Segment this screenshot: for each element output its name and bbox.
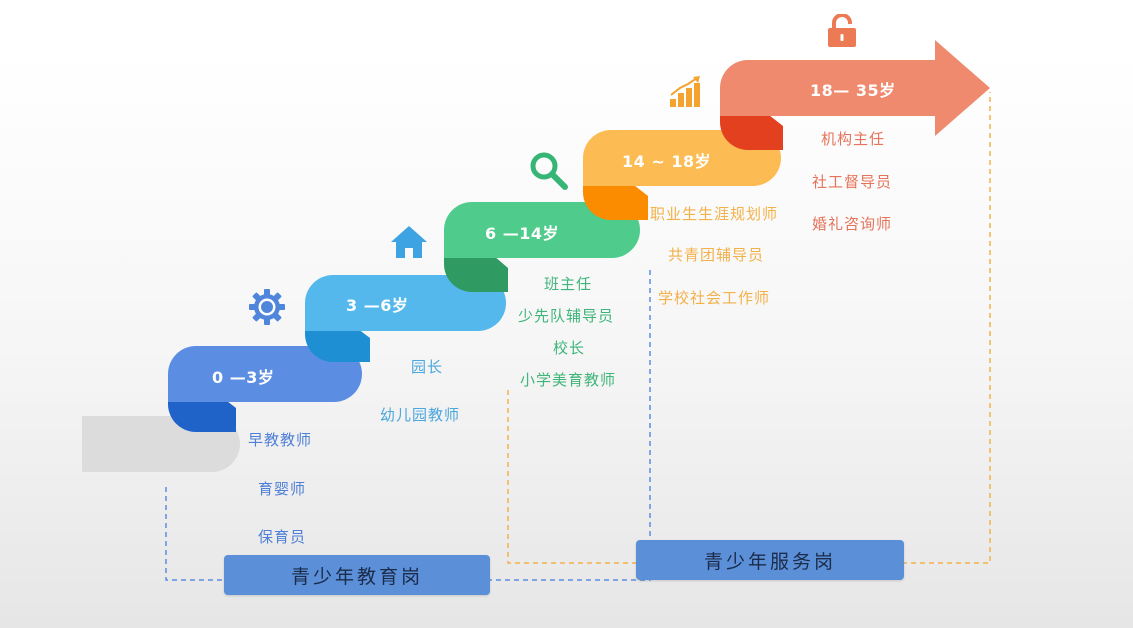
unlock-icon	[826, 13, 858, 52]
role-stage4-0: 机构主任	[821, 130, 886, 148]
step-2-fold	[444, 250, 508, 292]
role-stage0-1: 育婴师	[258, 480, 307, 498]
role-stage0-0: 早教教师	[248, 431, 313, 449]
role-stage2-1: 少先队辅导员	[518, 307, 615, 325]
bar-chart-icon	[668, 75, 702, 113]
step-label-1: 3 —6岁	[346, 296, 409, 315]
role-stage3-2: 学校社会工作师	[658, 289, 771, 307]
step-4-fold	[720, 108, 783, 150]
step-label-2: 6 —14岁	[485, 224, 559, 243]
role-stage1-1: 幼儿园教师	[380, 406, 461, 424]
step-label-4: 18— 35岁	[810, 81, 896, 100]
service-category-label: 青少年服务岗	[703, 550, 836, 573]
step-2-body	[444, 202, 640, 258]
connector-lines	[165, 92, 991, 581]
role-stage2-0: 班主任	[544, 275, 593, 293]
role-stage1-0: 园长	[411, 358, 444, 376]
role-stage3-1: 共青团辅导员	[668, 246, 765, 264]
step-4-arrow	[720, 40, 990, 136]
education-category-label: 青少年教育岗	[290, 565, 423, 588]
home-icon	[389, 224, 429, 264]
step-1-body	[305, 275, 506, 331]
role-stage0-2: 保育员	[258, 528, 307, 546]
step-0-body	[168, 346, 362, 402]
search-icon	[528, 150, 570, 196]
step-label-0: 0 —3岁	[212, 368, 275, 387]
role-stage4-2: 婚礼咨询师	[812, 215, 893, 233]
role-stage2-3: 小学美育教师	[520, 371, 617, 389]
education-category-box: 青少年教育岗	[224, 555, 490, 595]
role-stage3-0: 职业生生涯规划师	[650, 205, 779, 223]
step-label-3: 14 ~ 18岁	[622, 152, 712, 171]
role-stage4-1: 社工督导员	[812, 173, 893, 191]
step-3-fold	[583, 178, 648, 220]
gear-icon	[248, 288, 286, 330]
role-stage2-2: 校长	[553, 339, 586, 357]
service-category-box: 青少年服务岗	[636, 540, 904, 580]
